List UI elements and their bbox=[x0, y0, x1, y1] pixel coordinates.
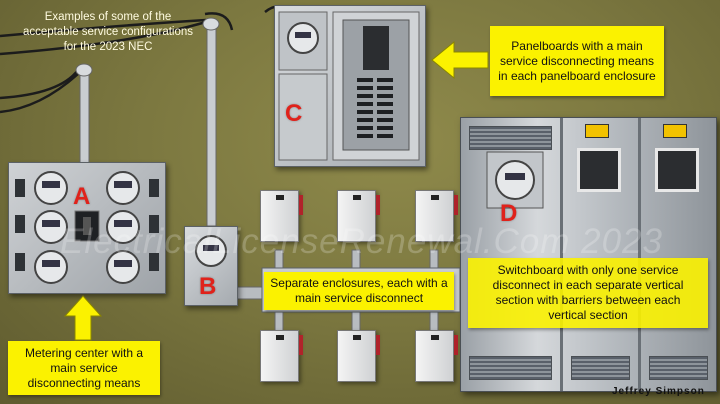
electric-meter-icon bbox=[15, 171, 159, 284]
breaker bbox=[577, 148, 621, 192]
disconnect-switch-icon bbox=[337, 190, 380, 242]
switchboard-section bbox=[461, 118, 563, 391]
intro-caption: Examples of some of the acceptable servi… bbox=[22, 11, 194, 53]
label-c: C bbox=[285, 100, 303, 127]
label-d: D bbox=[500, 200, 518, 227]
callout-separate-enclosures: Separate enclosures, each with a main se… bbox=[264, 272, 454, 310]
switchboard-section bbox=[563, 118, 641, 391]
warning-label bbox=[585, 124, 609, 138]
callout-metering-center: Metering center with a main service disc… bbox=[8, 341, 160, 395]
disconnect-switch-icon bbox=[415, 190, 458, 242]
switchboard-icon bbox=[460, 117, 717, 392]
louver bbox=[649, 356, 708, 380]
breaker bbox=[655, 148, 699, 192]
disconnect-switch-icon bbox=[260, 190, 303, 242]
callout-switchboard-text: Switchboard with only one service discon… bbox=[492, 263, 684, 322]
electric-meter-icon bbox=[195, 235, 227, 267]
switchboard-section bbox=[641, 118, 716, 391]
callout-separate-enclosures-text: Separate enclosures, each with a main se… bbox=[270, 276, 448, 305]
arrow-icon bbox=[431, 40, 489, 80]
label-a: A bbox=[73, 183, 91, 210]
breaker-panel-icon bbox=[278, 11, 420, 161]
panelboard-assembly bbox=[274, 5, 426, 167]
disconnect-switch-icon bbox=[260, 330, 303, 382]
disconnect-switch-icon bbox=[337, 330, 380, 382]
louver bbox=[469, 126, 552, 150]
warning-label bbox=[663, 124, 687, 138]
louver bbox=[571, 356, 630, 380]
louver bbox=[469, 356, 552, 380]
callout-panelboards: Panelboards with a main service disconne… bbox=[490, 26, 664, 96]
metering-center bbox=[8, 162, 166, 294]
electric-meter-icon bbox=[486, 151, 544, 209]
label-b: B bbox=[199, 273, 217, 300]
watermark: ElectricalLicenseRenewal.Com 2023 bbox=[60, 222, 664, 261]
callout-switchboard: Switchboard with only one service discon… bbox=[468, 258, 708, 328]
artist-signature: Jeffrey Simpson bbox=[612, 386, 705, 397]
callout-panelboards-text: Panelboards with a main service disconne… bbox=[498, 38, 656, 83]
arrow-icon bbox=[63, 295, 103, 341]
disconnect-switch-icon bbox=[415, 330, 458, 382]
meter-main-combo bbox=[184, 226, 238, 306]
callout-metering-center-text: Metering center with a main service disc… bbox=[24, 345, 144, 390]
